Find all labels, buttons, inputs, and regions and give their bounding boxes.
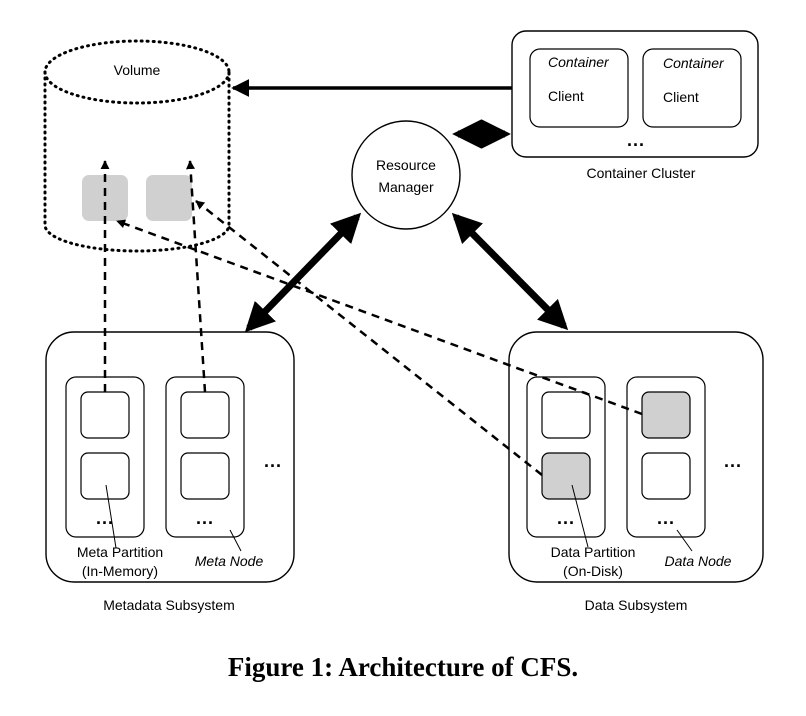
container-box bbox=[529, 48, 629, 128]
resource-manager-line1: Resource bbox=[376, 157, 436, 173]
meta-partition-label-line1: Meta Partition bbox=[77, 544, 163, 560]
container-cluster-box bbox=[511, 30, 759, 158]
resource-manager-line2: Manager bbox=[378, 179, 434, 195]
container-cluster-label: Container Cluster bbox=[587, 165, 696, 181]
meta-node-label: Meta Node bbox=[195, 553, 264, 569]
container-client-label: Client bbox=[663, 89, 699, 105]
container-box bbox=[642, 48, 742, 128]
dashed-links bbox=[100, 160, 643, 476]
data-node-box bbox=[526, 376, 606, 538]
container: Container Client bbox=[529, 48, 629, 128]
meta-partition-to-volume-arrow bbox=[186, 160, 207, 393]
volume-label: Volume bbox=[114, 62, 161, 78]
volume: Volume bbox=[43, 39, 231, 253]
resource-manager: Resource Manager bbox=[351, 120, 461, 230]
data-node: ... bbox=[626, 376, 706, 538]
meta-partition bbox=[80, 391, 130, 439]
data-partition-pointer bbox=[571, 484, 589, 548]
container-title: Container bbox=[548, 54, 610, 70]
resource-manager-circle bbox=[351, 120, 461, 230]
data-node: ... bbox=[526, 376, 606, 538]
data-node-pointer bbox=[676, 529, 693, 552]
meta-partition bbox=[80, 452, 130, 500]
container-title: Container bbox=[663, 55, 725, 71]
meta-partition-label-line2: (In-Memory) bbox=[82, 563, 158, 579]
data-partition bbox=[641, 452, 691, 500]
volume-cylinder-body bbox=[43, 70, 231, 253]
data-partition bbox=[541, 391, 591, 439]
meta-partition bbox=[180, 391, 230, 439]
data-node-more-partitions: ... bbox=[657, 508, 675, 528]
metadata-subsystem: ... ... ... Meta Partition (In-Memory) M… bbox=[45, 331, 295, 613]
meta-node-pointer bbox=[229, 529, 242, 552]
metadata-subsystem-label: Metadata Subsystem bbox=[103, 597, 235, 613]
data-partition-to-volume-arrow bbox=[116, 219, 643, 416]
data-partition-label-line1: Data Partition bbox=[551, 544, 636, 560]
meta-node-more-partitions: ... bbox=[96, 508, 114, 528]
meta-partition-pointer bbox=[105, 484, 117, 549]
meta-node: ... bbox=[65, 376, 145, 538]
container-client-label: Client bbox=[548, 88, 584, 104]
container: Container Client bbox=[642, 48, 742, 128]
metadata-subsystem-box bbox=[45, 331, 295, 583]
data-node-label: Data Node bbox=[665, 553, 732, 569]
data-partition-highlighted bbox=[641, 391, 691, 439]
data-more-nodes: ... bbox=[724, 451, 742, 471]
data-node-box bbox=[626, 376, 706, 538]
container-cluster-more: ... bbox=[627, 130, 645, 150]
rm-data-double-arrow bbox=[451, 212, 569, 331]
meta-node-more-partitions: ... bbox=[196, 508, 214, 528]
volume-cylinder-top bbox=[43, 39, 231, 105]
figure-caption: Figure 1: Architecture of CFS. bbox=[227, 652, 579, 682]
data-partition-highlighted bbox=[541, 452, 591, 500]
rm-metadata-double-arrow bbox=[244, 212, 362, 333]
metadata-more-nodes: ... bbox=[264, 451, 282, 471]
meta-node: ... bbox=[165, 376, 245, 538]
volume-meta-partition bbox=[82, 175, 128, 221]
data-subsystem-box bbox=[508, 331, 764, 583]
data-partition-label-line2: (On-Disk) bbox=[563, 563, 623, 579]
data-subsystem-label: Data Subsystem bbox=[585, 597, 688, 613]
meta-partition bbox=[180, 452, 230, 500]
data-subsystem: ... ... ... Data Partition (On-Disk) Dat… bbox=[508, 331, 764, 613]
data-node-more-partitions: ... bbox=[557, 508, 575, 528]
volume-data-partition bbox=[146, 175, 192, 221]
container-cluster: Container Client Container Client ... Co… bbox=[511, 30, 759, 181]
data-partition-to-volume-arrow bbox=[195, 200, 543, 476]
